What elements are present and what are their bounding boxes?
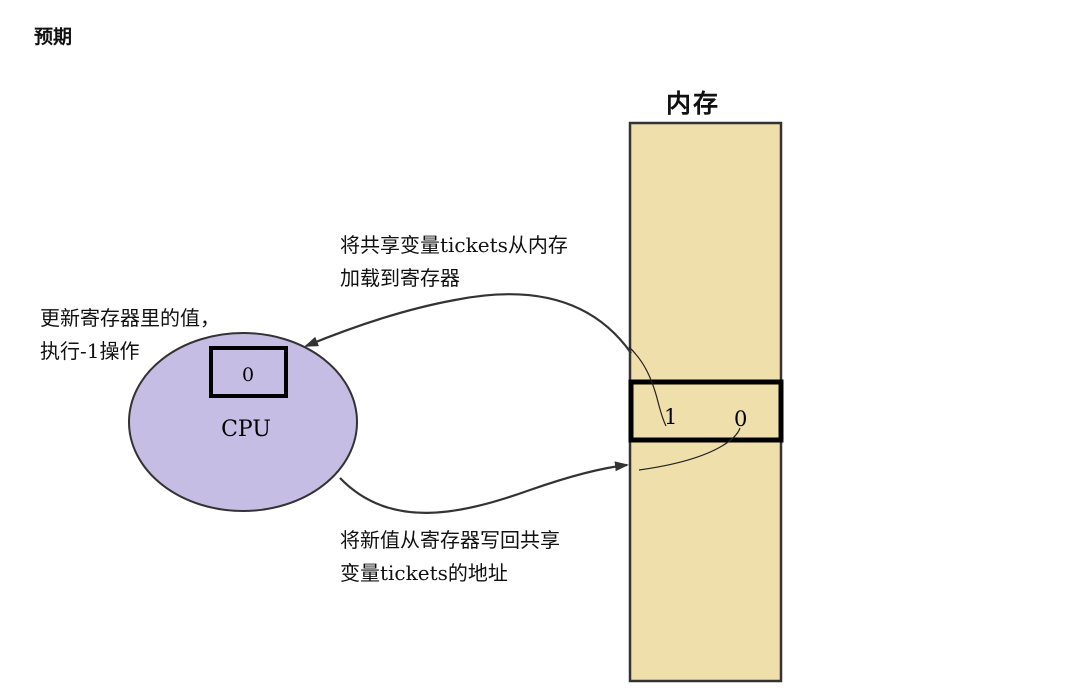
- memory-cell-tickets: [628, 379, 784, 443]
- memory-cell-new-value: 0: [734, 407, 747, 431]
- handwritten-stroke-new-value: [638, 427, 741, 471]
- load-annotation-line-2: 加载到寄存器: [340, 266, 460, 290]
- load-annotation: 将共享变量tickets从内存 加载到寄存器: [340, 229, 568, 295]
- page-title: 预期: [34, 26, 73, 48]
- update-annotation-line-1: 更新寄存器里的值，: [40, 306, 220, 330]
- cpu-register-value: 0: [242, 364, 254, 386]
- handwritten-stroke-old-value: [628, 346, 667, 427]
- update-annotation-line-2: 执行-1操作: [40, 339, 140, 363]
- load-arrow: [304, 293, 632, 354]
- update-annotation: 更新寄存器里的值， 执行-1操作: [40, 302, 220, 368]
- memory-cell-old-value: 1: [664, 405, 677, 429]
- write-back-arrow: [339, 461, 629, 514]
- cpu-register: [209, 346, 288, 398]
- load-annotation-line-1: 将共享变量tickets从内存: [340, 233, 568, 257]
- write-back-annotation-line-2: 变量tickets的地址: [340, 561, 508, 585]
- memory-title: 内存: [666, 89, 721, 118]
- write-back-annotation: 将新值从寄存器写回共享 变量tickets的地址: [340, 524, 560, 590]
- cpu-node: [128, 332, 358, 512]
- memory-block: [628, 121, 783, 683]
- cpu-label: CPU: [221, 417, 271, 442]
- write-back-annotation-line-1: 将新值从寄存器写回共享: [340, 528, 560, 552]
